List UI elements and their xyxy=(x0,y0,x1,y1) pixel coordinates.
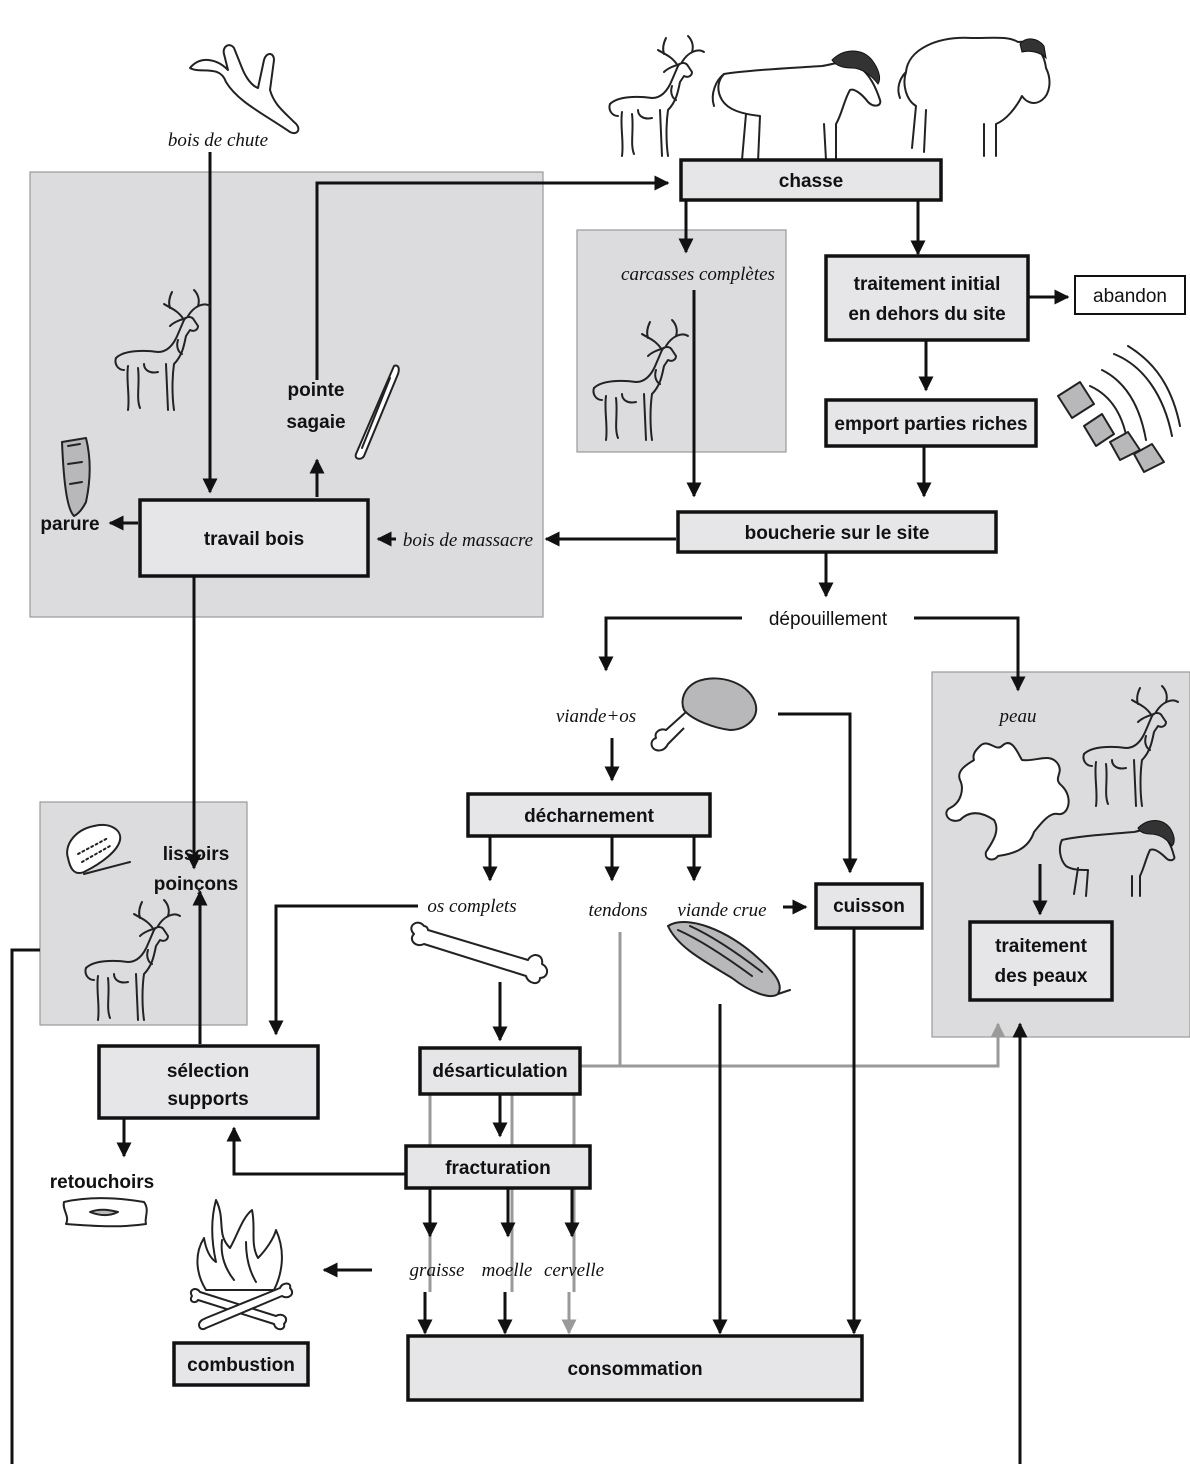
spear-point-icon xyxy=(354,364,400,460)
fire-icon xyxy=(189,1199,294,1331)
antler-icon xyxy=(189,44,300,134)
pointe-label: pointe xyxy=(288,380,345,401)
fracturation-box xyxy=(404,1144,592,1190)
peau-label: peau xyxy=(998,706,1037,727)
os-complets-label: os complets xyxy=(427,896,516,917)
traitement-peaux-label: traitement xyxy=(995,936,1088,957)
selection-supports-label: sélection xyxy=(167,1061,249,1082)
travail-bois-label: travail bois xyxy=(204,529,304,550)
bone-tool-icon xyxy=(66,824,131,875)
desarticulation-box xyxy=(418,1046,582,1096)
boucherie-label: boucherie sur le site xyxy=(745,523,930,544)
horse-icon xyxy=(711,50,882,163)
animal-hide-icon xyxy=(945,742,1070,861)
fracturation-label: fracturation xyxy=(445,1158,551,1179)
decharnement-box xyxy=(466,792,712,838)
abandon-label: abandon xyxy=(1093,286,1167,307)
traitement-peaux-box xyxy=(968,920,1114,1002)
retouchoirs-label: retouchoirs xyxy=(50,1172,155,1193)
selection-supports-label-line2: supports xyxy=(167,1089,248,1110)
chasse-label: chasse xyxy=(779,171,843,192)
viande-crue-label: viande crue xyxy=(677,900,766,921)
retoucher-icon xyxy=(62,1197,148,1228)
lissoirs-zone xyxy=(39,801,248,1026)
muscle-meat-icon xyxy=(667,921,791,997)
combustion-label: combustion xyxy=(187,1355,295,1376)
tendons-label: tendons xyxy=(588,900,647,921)
desarticulation-label: désarticulation xyxy=(432,1061,567,1082)
carcasses-zone xyxy=(576,229,787,453)
cuisson-box xyxy=(814,882,924,930)
consommation-box xyxy=(406,1334,864,1402)
traitement-initial-box xyxy=(824,254,1030,342)
bison-icon xyxy=(897,36,1051,157)
emport-label: emport parties riches xyxy=(834,414,1027,435)
rib-bones-icon xyxy=(1057,345,1181,473)
combustion-box xyxy=(172,1341,310,1387)
bois-de-chute-label: bois de chute xyxy=(168,130,268,151)
consommation-label: consommation xyxy=(567,1359,702,1380)
parure-label: parure xyxy=(40,514,99,535)
moelle-label: moelle xyxy=(482,1260,533,1281)
bone-icon xyxy=(410,921,548,984)
viande-os-label: viande+os xyxy=(556,706,636,727)
emport-box xyxy=(824,398,1038,448)
cervelle-label: cervelle xyxy=(544,1260,604,1281)
graisse-label: graisse xyxy=(410,1260,465,1281)
chasse-box xyxy=(679,158,943,202)
depouillement-label: dépouillement xyxy=(769,609,888,630)
ornament-icon xyxy=(61,437,91,517)
horse-icon xyxy=(1058,820,1176,897)
sagaie-label: sagaie xyxy=(286,412,345,433)
connectors xyxy=(10,152,1070,1464)
boucherie-box xyxy=(676,510,998,554)
bois-de-massacre-label: bois de massacre xyxy=(403,530,533,551)
traitement-peaux-label-line2: des peaux xyxy=(995,966,1088,987)
carcasses-label: carcasses complètes xyxy=(621,264,775,285)
ham-leg-icon xyxy=(650,677,758,752)
poincons-label: poinçons xyxy=(154,874,238,895)
lissoirs-label: lissoirs xyxy=(163,844,230,865)
traitement-initial-label-line2: en dehors du site xyxy=(848,304,1005,325)
traitement-initial-label: traitement initial xyxy=(854,274,1001,295)
reindeer-icon xyxy=(608,35,705,157)
travail-bois-box xyxy=(138,498,370,578)
decharnement-label: décharnement xyxy=(524,806,655,827)
cuisson-label: cuisson xyxy=(833,896,905,917)
abandon-box xyxy=(1074,275,1186,315)
selection-supports-box xyxy=(97,1044,320,1120)
